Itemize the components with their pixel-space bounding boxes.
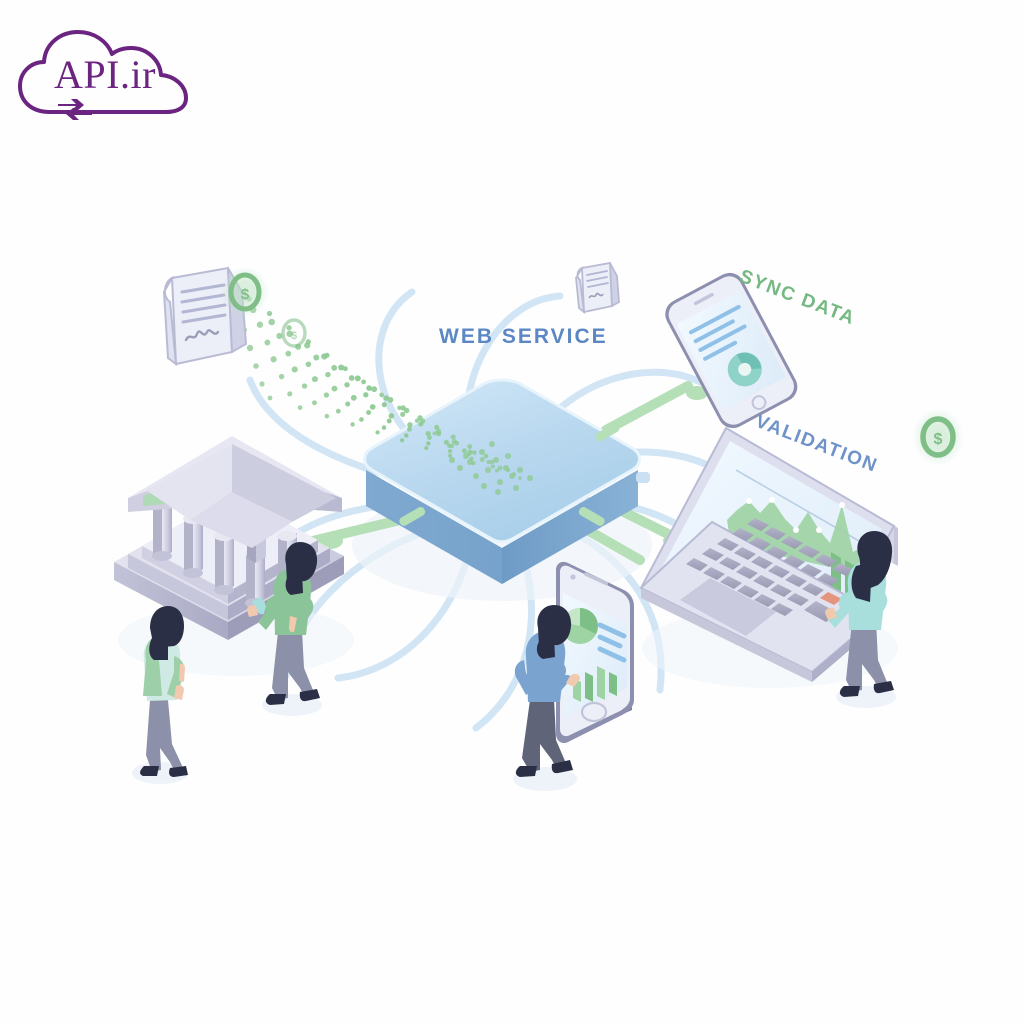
laptop-trackpad[interactable]	[680, 578, 776, 636]
web-service-hub[interactable]	[363, 378, 651, 584]
sync-phone-text-lines	[689, 304, 747, 361]
validation-laptop[interactable]	[639, 426, 898, 682]
hub-port	[636, 472, 650, 483]
sync-phone-donut-chart	[727, 352, 762, 387]
person-using-laptop[interactable]	[825, 531, 896, 708]
svg-text:$: $	[291, 330, 297, 342]
cable-to-sync-phone	[601, 381, 693, 435]
api-ir-cloud-logo[interactable]: API.ir	[14, 16, 204, 126]
hub-side-face-right	[502, 470, 638, 584]
enter-key[interactable]	[820, 592, 842, 605]
signed-document[interactable]	[162, 266, 248, 367]
person-at-bank[interactable]	[247, 542, 322, 716]
laptop-keyboard[interactable]	[686, 518, 854, 622]
cloud-outline-icon	[18, 30, 188, 114]
svg-text:$: $	[934, 431, 943, 448]
document-text-lines	[180, 283, 227, 324]
analytics-phone[interactable]	[556, 561, 634, 744]
sync-phone[interactable]	[660, 268, 803, 434]
home-button-icon	[580, 701, 608, 723]
svg-text:$: $	[241, 286, 250, 303]
green-dotted-data-stream	[223, 279, 533, 495]
bidirectional-arrows-icon	[58, 99, 92, 120]
speaker-icon	[694, 292, 714, 306]
small-document[interactable]	[575, 261, 620, 315]
logo-text: API.ir	[54, 52, 156, 97]
dollar-coin: $	[281, 318, 307, 348]
sync-phone-screen	[677, 291, 786, 410]
hub-connectors	[399, 423, 620, 526]
home-button-icon	[751, 395, 767, 410]
person-pointing-up[interactable]	[132, 606, 188, 784]
hub-top-face	[363, 378, 641, 544]
signature-icon	[184, 329, 220, 342]
analytics-phone-text-lines	[597, 622, 627, 663]
person-using-phone[interactable]	[513, 605, 580, 791]
dollar-coin: $	[912, 408, 964, 466]
dollar-coin: $	[221, 266, 269, 318]
camera-icon	[570, 574, 576, 580]
label-web-service: WEB SERVICE	[439, 325, 608, 348]
speaker-icon	[584, 572, 609, 586]
